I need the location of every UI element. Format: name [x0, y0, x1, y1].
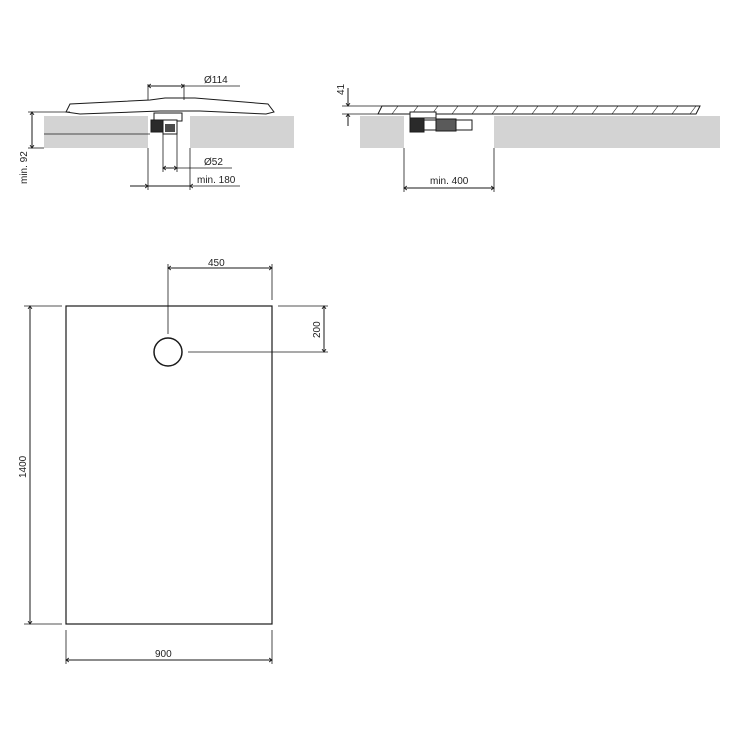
label-drain-y: 200: [312, 321, 323, 338]
floor-block-right-2: [494, 116, 720, 148]
tray-hatching: [391, 105, 697, 115]
label-drain-diameter: Ø114: [204, 75, 228, 86]
side-view-right: 41 min. 400: [336, 83, 720, 192]
label-length: 1400: [18, 455, 29, 478]
drain-trap-side: [409, 111, 473, 133]
label-width: 900: [155, 649, 172, 660]
floor-block-left: [44, 116, 148, 148]
drain-circle: [153, 337, 183, 367]
top-view: 450 200 1400 900: [18, 258, 328, 664]
floor-block-left-2: [360, 116, 404, 148]
label-min-height: min. 92: [19, 151, 30, 184]
side-view-left: min. 92 Ø114 Ø52 min. 180: [19, 75, 294, 190]
floor-block-right: [190, 116, 294, 148]
label-pipe-diameter: Ø52: [204, 157, 223, 168]
tray-slab: [377, 105, 701, 115]
label-drain-x: 450: [208, 258, 225, 269]
label-min-width-left: min. 180: [197, 175, 236, 186]
tray-profile: [65, 97, 275, 115]
label-thickness: 41: [336, 83, 347, 95]
drain-trap: [150, 112, 183, 135]
label-min-width-right: min. 400: [430, 176, 469, 187]
